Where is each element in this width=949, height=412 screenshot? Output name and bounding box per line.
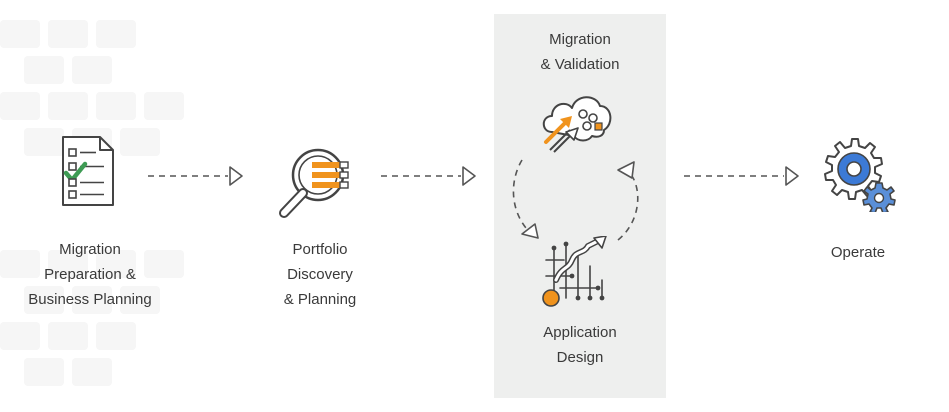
cycle-arrow-down xyxy=(512,159,539,239)
gears-icon xyxy=(824,138,896,212)
stage-operate: Operate xyxy=(808,240,908,265)
stage-label-line: Design xyxy=(556,349,604,366)
stage-label-line: Migration xyxy=(59,241,121,258)
stage-label-line: Operate xyxy=(830,244,886,261)
circuit-design-icon xyxy=(542,236,607,307)
stage-label-line: & Validation xyxy=(540,56,620,73)
stage-label-line: Preparation & xyxy=(44,266,136,283)
stage-label-line: Migration xyxy=(549,31,611,48)
stage-label-line: Portfolio xyxy=(292,241,348,258)
stage-label-line: Application xyxy=(543,324,617,341)
stage-label-line: & Planning xyxy=(283,291,357,308)
dashed-arrow xyxy=(381,166,476,186)
dashed-arrow xyxy=(684,166,799,186)
stage-migration-validation: Migration & Validation xyxy=(500,27,660,77)
background-pattern xyxy=(0,20,184,386)
migration-cycle-panel xyxy=(494,14,666,398)
stage-migration-preparation: Migration Preparation & Business Plannin… xyxy=(10,237,170,312)
stage-label-line: Discovery xyxy=(287,266,353,283)
dashed-arrow xyxy=(148,166,243,186)
stage-portfolio-discovery: Portfolio Discovery & Planning xyxy=(252,237,388,312)
stage-application-design: Application Design xyxy=(500,320,660,370)
cycle-arrow-up xyxy=(617,161,639,241)
checklist-icon xyxy=(62,136,114,206)
magnifier-icon xyxy=(279,148,349,218)
cloud-migration-icon xyxy=(542,96,612,153)
stage-label-line: Business Planning xyxy=(28,291,152,308)
